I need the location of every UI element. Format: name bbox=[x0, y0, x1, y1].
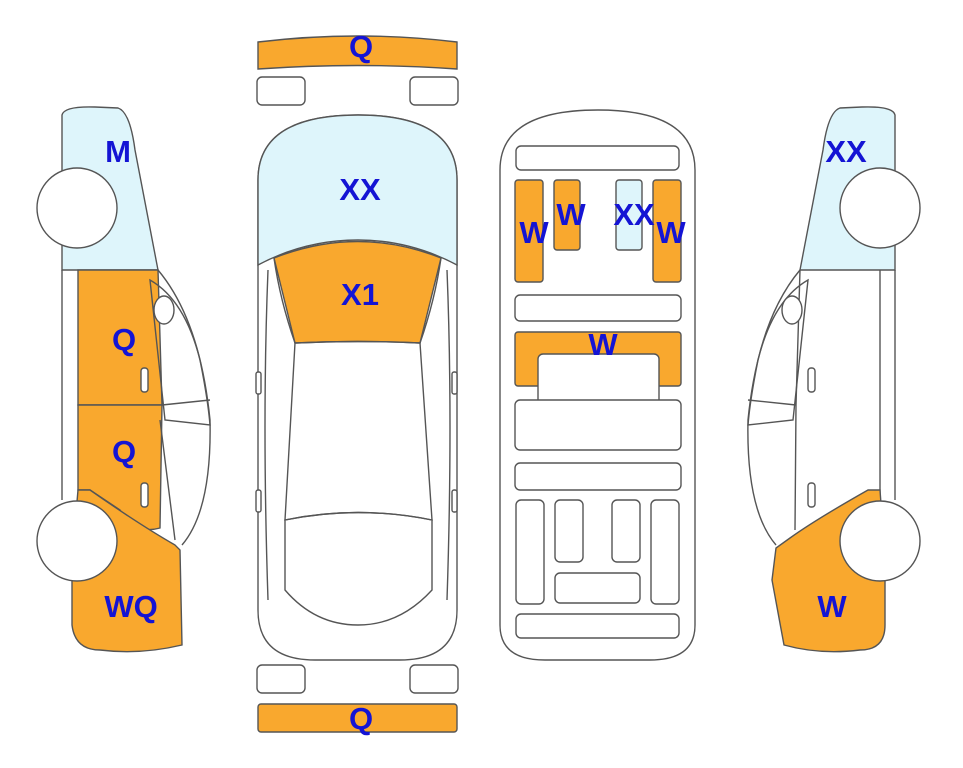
roof-right-rail[interactable] bbox=[652, 179, 682, 283]
left-window-outline bbox=[149, 278, 211, 426]
roof-left-inner-rail[interactable] bbox=[553, 179, 581, 251]
rear-bumper-label: Q bbox=[349, 701, 373, 736]
left-front-handle bbox=[140, 367, 149, 393]
rear-bumper-group: Q bbox=[256, 664, 459, 736]
front-bumper-panel[interactable] bbox=[257, 35, 458, 70]
left-rear-quarter-label: WQ bbox=[104, 589, 157, 624]
right-side-line bbox=[446, 269, 451, 601]
right-a-pillar-line bbox=[419, 257, 442, 344]
rear-deck-outline bbox=[284, 511, 433, 626]
left-rear-handle bbox=[140, 482, 149, 508]
rear-right-rail bbox=[650, 499, 680, 605]
rear-right-taillight bbox=[409, 664, 459, 694]
cabin-outline bbox=[284, 340, 433, 521]
left-front-door-label: Q bbox=[112, 322, 136, 357]
left-window-split bbox=[159, 399, 211, 541]
rear-inner-left-box bbox=[554, 499, 584, 563]
front-bumper-label: Q bbox=[349, 29, 373, 64]
roof-left-inner-label: W bbox=[556, 197, 586, 232]
right-rear-wheel bbox=[839, 500, 921, 582]
roof-crossbar bbox=[514, 294, 682, 322]
right-front-handle bbox=[807, 367, 816, 393]
left-mirror-top bbox=[255, 371, 262, 395]
right-handle-top bbox=[451, 489, 458, 513]
front-left-headlight bbox=[256, 76, 306, 106]
left-handle-top bbox=[255, 489, 262, 513]
left-side-line bbox=[264, 269, 269, 601]
roof-right-rail-label: W bbox=[656, 215, 686, 250]
rear-left-rail bbox=[515, 499, 545, 605]
left-side-view: M Q Q WQ bbox=[36, 106, 211, 653]
roof-left-rail-label: W bbox=[519, 215, 549, 250]
hood-label: X1 bbox=[341, 277, 379, 312]
roof-mid-panel-label: W bbox=[588, 327, 618, 362]
sunroof-label: XX bbox=[613, 197, 655, 232]
right-rear-quarter-label: W bbox=[817, 589, 847, 624]
right-side-view: XX W bbox=[747, 106, 921, 653]
left-rear-wheel bbox=[36, 500, 118, 582]
windshield-label: XX bbox=[339, 172, 381, 207]
top-view-car: XX X1 bbox=[255, 114, 458, 661]
left-rear-door-label: Q bbox=[112, 434, 136, 469]
windshield-glass[interactable] bbox=[257, 114, 458, 267]
roof-lower-frame bbox=[514, 399, 682, 451]
rear-center-bar bbox=[554, 572, 641, 604]
roof-view-outline bbox=[499, 109, 696, 661]
right-windshield-label: XX bbox=[825, 134, 867, 169]
roof-view: W W XX W W bbox=[499, 109, 696, 661]
roof-front-bar bbox=[515, 145, 680, 171]
rear-left-taillight bbox=[256, 664, 306, 694]
rear-inner-right-box bbox=[611, 499, 641, 563]
left-mirror bbox=[153, 295, 175, 325]
roof-rear-bar bbox=[514, 462, 682, 491]
right-front-wheel bbox=[839, 167, 921, 249]
left-windshield-label: M bbox=[105, 134, 131, 169]
right-rear-handle bbox=[807, 482, 816, 508]
roof-left-rail[interactable] bbox=[514, 179, 544, 283]
left-front-wheel bbox=[36, 167, 118, 249]
right-mirror bbox=[781, 295, 803, 325]
rear-bumper-panel[interactable] bbox=[257, 703, 458, 733]
front-right-headlight bbox=[409, 76, 459, 106]
left-a-pillar-line bbox=[273, 257, 296, 344]
sunroof-glass[interactable] bbox=[615, 179, 643, 251]
rear-bottom-bar bbox=[515, 613, 680, 639]
right-mirror-top bbox=[451, 371, 458, 395]
front-bumper-group: Q bbox=[256, 29, 459, 106]
